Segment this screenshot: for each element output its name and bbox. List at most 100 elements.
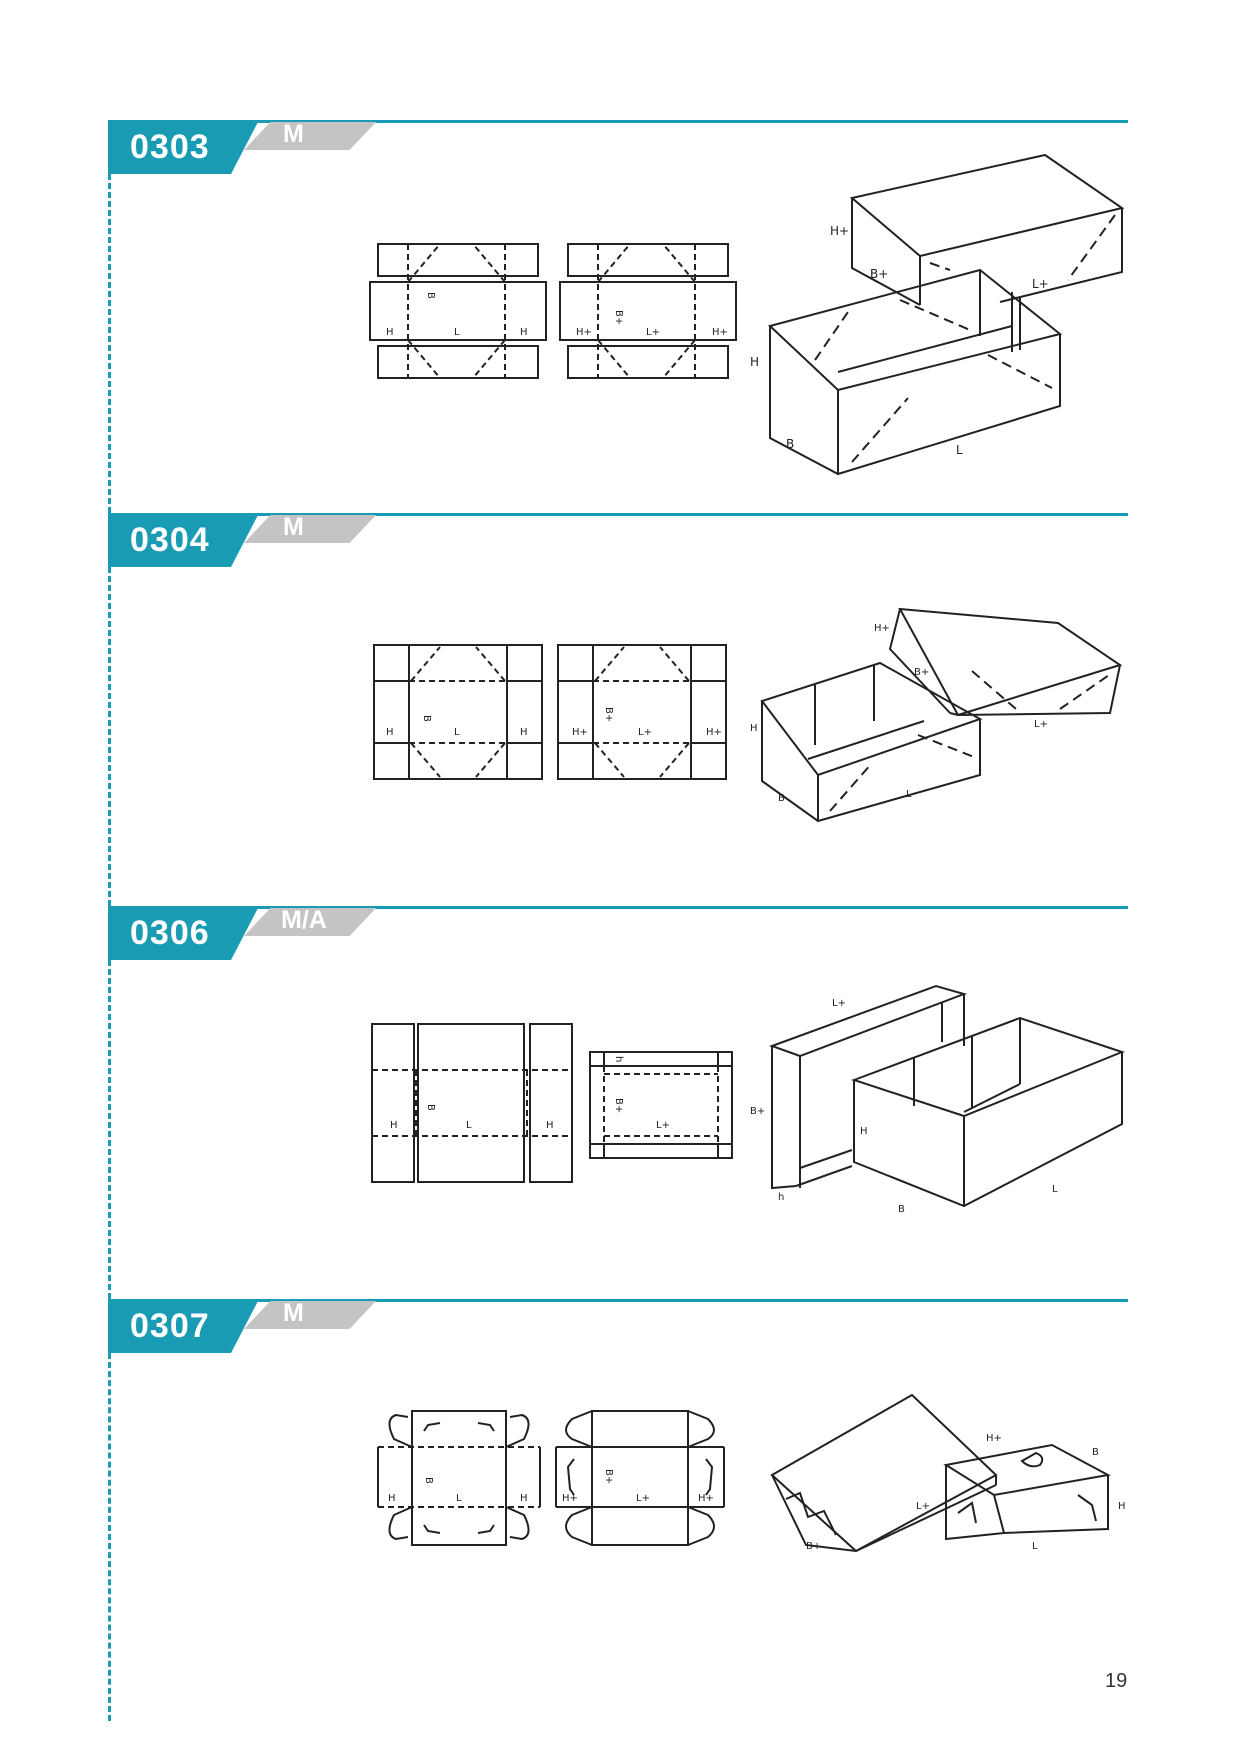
label-hp: H+ (576, 327, 592, 338)
label-lp: L+ (916, 1501, 930, 1512)
box-base-3d (770, 270, 1060, 474)
label-b: B (421, 715, 432, 722)
code-badge (108, 515, 258, 567)
blank-base (378, 1411, 540, 1545)
label-b: B (1092, 1447, 1099, 1458)
code-badge (108, 908, 258, 960)
label-lp: L+ (656, 1120, 670, 1131)
label-l: L (906, 789, 912, 800)
blank-lid (558, 645, 726, 779)
label-l: L (454, 727, 460, 738)
label-h: H (390, 1120, 398, 1131)
type-tag-text: M (283, 120, 304, 148)
label-b: B (425, 292, 436, 299)
label-b: B (425, 1104, 436, 1111)
box-diagram-0303 (0, 120, 1240, 520)
label-l: L (456, 1493, 462, 1504)
section-rule (108, 1299, 1128, 1302)
label-h: H (520, 1493, 528, 1504)
label-hp: H+ (572, 727, 588, 738)
blank-base (372, 1024, 572, 1182)
label-lp: L+ (1034, 719, 1048, 730)
box-lid-3d (852, 155, 1122, 305)
type-tag-text: M/A (281, 906, 327, 934)
section-code: 0306 (130, 914, 210, 952)
box-diagram-0307 (0, 1299, 1240, 1699)
label-bp: B+ (603, 1469, 614, 1484)
blank-lid (556, 1411, 724, 1545)
label-h: H (520, 727, 528, 738)
box-diagram-0304 (0, 513, 1240, 913)
blank-lid (560, 244, 736, 378)
box-base-3d (762, 663, 980, 821)
label-bp: B+ (613, 310, 624, 325)
label-h: H (750, 723, 758, 734)
label-bp: B+ (613, 1098, 624, 1113)
label-b: B (898, 1204, 905, 1215)
type-tag-text: M (283, 1299, 304, 1327)
section-code: 0307 (130, 1307, 210, 1345)
label-l: L (1032, 1541, 1038, 1552)
box-diagram-0306 (0, 906, 1240, 1306)
label-hp: H+ (830, 224, 849, 238)
label-h: H (860, 1126, 868, 1137)
page-number: 19 (1105, 1670, 1128, 1692)
box-lid-3d (772, 986, 964, 1188)
section-dashed-border (108, 960, 111, 1335)
label-h: H (546, 1120, 554, 1131)
label-lp: L+ (646, 327, 660, 338)
box-lid-3d (890, 609, 1120, 715)
label-layer-0304: H B L H H+ B+ L+ H+ H+ B+ L+ H B L (386, 623, 1048, 804)
section-dashed-border (108, 1353, 111, 1721)
section-rule (108, 120, 1128, 123)
label-bp: B+ (806, 1541, 821, 1552)
label-hs: h (613, 1056, 624, 1062)
label-hp: H+ (712, 327, 728, 338)
type-tag (244, 515, 376, 543)
label-bp: B+ (914, 667, 929, 678)
label-b: B (778, 793, 785, 804)
box-lid-3d (772, 1395, 996, 1551)
label-bp: B+ (870, 267, 888, 281)
label-bp: B+ (750, 1106, 765, 1117)
label-hp: H+ (698, 1493, 714, 1504)
label-hp: H+ (562, 1493, 578, 1504)
label-h: H (386, 727, 394, 738)
section-rule (108, 906, 1128, 909)
blank-base (374, 645, 542, 779)
label-h: H (520, 327, 528, 338)
label-h: H (386, 327, 394, 338)
section-dashed-border (108, 567, 111, 942)
section-code: 0304 (130, 521, 210, 559)
box-base-3d (854, 1018, 1122, 1206)
label-lp: L+ (1032, 277, 1049, 291)
label-h: H (750, 355, 759, 369)
label-lp: L+ (638, 727, 652, 738)
label-h: H (388, 1493, 396, 1504)
label-lp: L+ (636, 1493, 650, 1504)
label-lp: L+ (832, 998, 846, 1009)
label-layer-0306: H B L H h B+ L+ L+ B+ h H B L (390, 998, 1058, 1215)
section-code: 0303 (130, 128, 210, 166)
label-layer-0303: H B L H H+ B+ L+ H+ H+ B+ L+ H B L (386, 224, 1049, 457)
label-l: L (956, 443, 963, 457)
type-tag (244, 908, 376, 936)
label-hp: H+ (706, 727, 722, 738)
label-h: H (1118, 1501, 1126, 1512)
type-tag-text: M (283, 513, 304, 541)
label-layer-0307: H B L H H+ B+ L+ H+ H+ B H L+ B+ L (388, 1433, 1126, 1552)
label-l: L (1052, 1184, 1058, 1195)
section-rule (108, 513, 1128, 516)
section-dashed-border (108, 174, 111, 549)
code-badge (108, 1301, 258, 1353)
label-b: B (786, 437, 794, 451)
label-hp: H+ (986, 1433, 1002, 1444)
label-l: L (466, 1120, 472, 1131)
box-base-3d (946, 1445, 1108, 1539)
label-hs: h (778, 1192, 784, 1203)
label-b: B (423, 1477, 434, 1484)
blank-lid (590, 1052, 732, 1158)
label-hp: H+ (874, 623, 890, 634)
label-l: L (454, 327, 460, 338)
code-badge (108, 122, 258, 174)
